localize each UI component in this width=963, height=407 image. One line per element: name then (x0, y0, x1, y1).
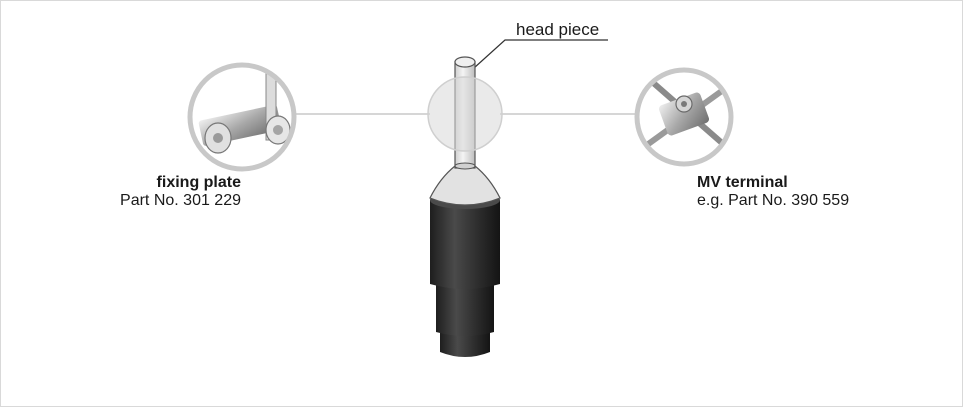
mv-terminal-title: MV terminal (697, 174, 788, 191)
fixing-plate-detail (187, 62, 297, 172)
mv-terminal-part-number: e.g. Part No. 390 559 (697, 192, 850, 209)
mv-terminal-detail (634, 67, 734, 167)
head-piece-label: head piece (516, 20, 600, 39)
head-piece-leader-line (473, 39, 608, 69)
fixing-plate-title: fixing plate (156, 174, 241, 191)
head-piece-highlight (427, 76, 503, 152)
fixing-plate-part-number: Part No. 301 229 (120, 192, 241, 209)
